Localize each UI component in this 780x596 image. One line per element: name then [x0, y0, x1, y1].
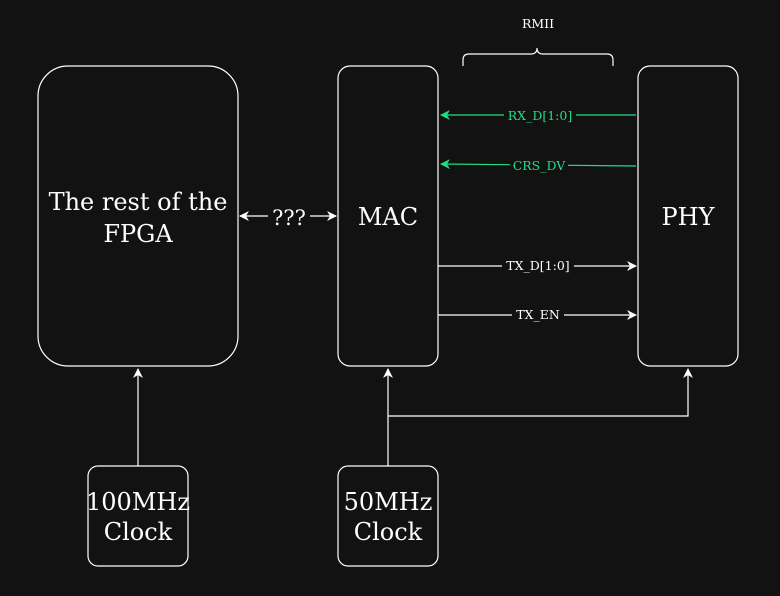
signal-crs-dv-label: CRS_DV [513, 158, 567, 173]
rest-of-fpga-label-line2: FPGA [103, 220, 173, 248]
clock-100mhz-label-line2: Clock [104, 518, 173, 546]
phy-label: PHY [662, 203, 716, 231]
clock-50mhz-block: 50MHz Clock [337, 465, 439, 567]
clock-100mhz-block: 100MHz Clock [86, 465, 190, 567]
clock-50mhz-label-line2: Clock [354, 518, 423, 546]
rmii-label: RMII [522, 16, 554, 31]
clock-50mhz-label-line1: 50MHz [344, 488, 433, 516]
signal-rx-d-label: RX_D[1:0] [508, 108, 572, 123]
phy-block: PHY [637, 65, 739, 367]
clock-50mhz-to-phy-connector [388, 368, 693, 417]
rest-of-fpga-label-line1: The rest of the [49, 188, 228, 216]
signal-crs-dv: CRS_DV [440, 157, 637, 173]
signal-tx-en-label: TX_EN [516, 307, 560, 322]
clock-100mhz-label-line1: 100MHz [86, 488, 190, 516]
signal-tx-en: TX_EN [438, 307, 637, 323]
signal-tx-d: TX_D[1:0] [438, 258, 637, 274]
mac-label: MAC [358, 203, 418, 231]
rmii-brace: RMII [462, 16, 614, 66]
rest-of-fpga-block: The rest of the FPGA [37, 65, 239, 367]
signal-tx-d-label: TX_D[1:0] [506, 258, 569, 273]
fpga-mac-link-label: ??? [272, 206, 306, 230]
mac-block: MAC [337, 65, 439, 367]
signal-rx-d: RX_D[1:0] [440, 107, 636, 123]
fpga-mac-link: ??? [239, 204, 337, 230]
